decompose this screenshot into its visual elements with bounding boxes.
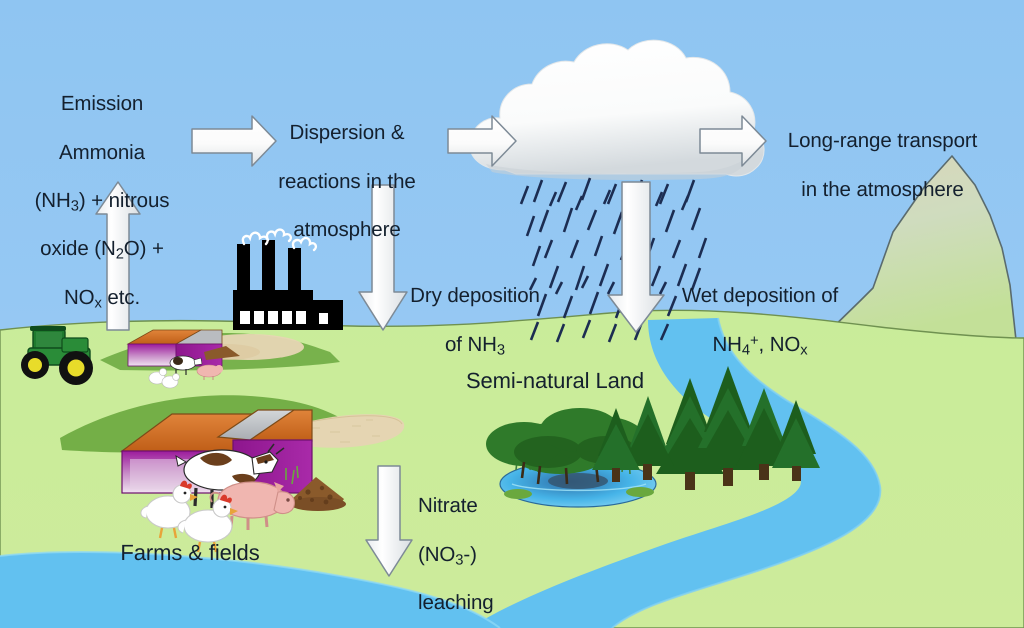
nitrate-line-1: Nitrate — [418, 494, 478, 518]
label-long-range-transport: Long-range transport in the atmosphere — [770, 105, 995, 202]
wet-deposition-line-1: Wet deposition of — [681, 284, 839, 308]
flow-arrows — [95, 115, 767, 577]
dispersion-line-3: atmosphere — [293, 217, 401, 241]
background-farm — [126, 329, 240, 389]
nitrate-leaching-arrow — [365, 465, 413, 577]
emission-line-5: NOx etc. — [63, 285, 141, 312]
tractor — [21, 326, 93, 385]
river — [0, 317, 882, 628]
emission-line-3: (NH3) + nitrous — [34, 188, 170, 215]
mountain — [819, 155, 1017, 341]
dispersion-line-1: Dispersion & — [289, 121, 405, 145]
wet-deposition-arrow — [607, 181, 665, 333]
label-wet-deposition: Wet deposition of NH4+, NOx — [665, 260, 855, 357]
label-nitrate-leaching: Nitrate (NO3-) leaching — [418, 470, 538, 615]
label-emission: Emission Ammonia (NH3) + nitrous oxide (… — [12, 68, 192, 312]
emission-line-1: Emission — [60, 92, 144, 116]
label-farms-and-fields: Farms & fields — [120, 540, 260, 565]
factory — [233, 228, 343, 330]
factory-smoke — [241, 228, 318, 252]
emission-up-arrow — [95, 181, 141, 331]
dispersion-line-2: reactions in the — [278, 169, 416, 193]
label-dry-deposition: Dry deposition of NH3 — [400, 260, 550, 357]
wet-deposition-line-2: NH4+, NOx — [712, 332, 808, 359]
dry-deposition-line-1: Dry deposition — [410, 284, 540, 308]
long-range-line-1: Long-range transport — [787, 129, 978, 153]
nitrate-line-2: (NO3-) — [418, 542, 477, 569]
nitrate-line-3: leaching — [418, 590, 494, 614]
long-range-line-2: in the atmosphere — [801, 177, 964, 201]
manure-pile — [285, 465, 346, 511]
background-pig — [196, 364, 223, 380]
deciduous-trees — [486, 408, 646, 485]
dispersion-to-cloud-arrow — [447, 115, 517, 167]
background-chickens — [148, 368, 180, 389]
dry-deposition-arrow — [358, 184, 408, 331]
label-semi-natural-land: Semi-natural Land — [465, 368, 645, 393]
chickens — [140, 480, 238, 553]
emission-to-dispersion-arrow — [191, 115, 277, 167]
background-cow — [169, 355, 203, 375]
dry-deposition-line-2: of NH3 — [444, 332, 505, 359]
cloud-to-longrange-arrow — [699, 115, 767, 167]
conifer-trees — [592, 366, 820, 490]
emission-line-2: Ammonia — [59, 140, 145, 164]
label-dispersion: Dispersion & reactions in the atmosphere — [262, 97, 432, 242]
emission-line-4: oxide (N2O) + — [40, 237, 164, 263]
